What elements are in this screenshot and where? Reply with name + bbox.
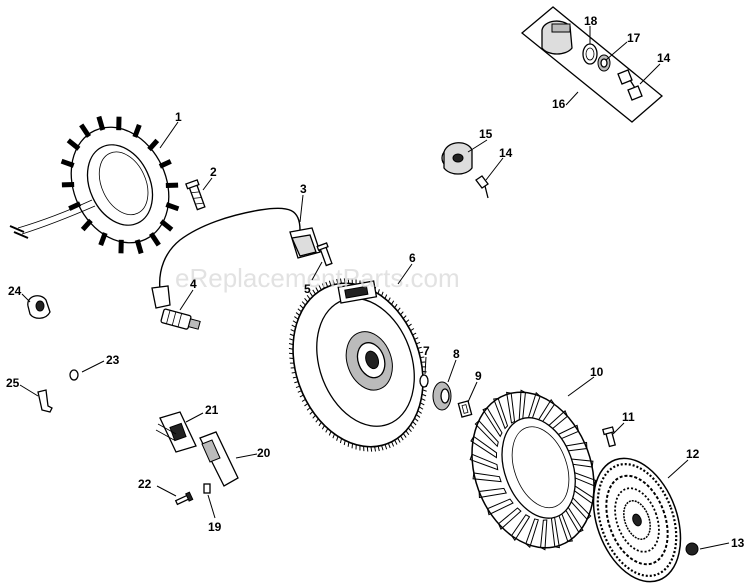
flywheel-tooth <box>387 443 391 449</box>
stator-tooth <box>60 158 75 168</box>
stator-tooth <box>96 115 106 131</box>
stator-tooth <box>165 202 180 212</box>
stator-tooth <box>132 124 142 138</box>
flywheel-tooth <box>315 287 319 293</box>
stator-tooth <box>148 232 161 247</box>
callout-3: 3 <box>300 182 307 196</box>
flywheel-tooth <box>416 341 421 345</box>
flywheel-tooth <box>318 285 322 291</box>
callout-15: 15 <box>479 127 493 141</box>
callout-5: 5 <box>304 282 311 296</box>
part-ground-bracket <box>37 389 53 413</box>
flywheel-tooth <box>384 444 388 450</box>
callout-18: 18 <box>584 14 598 28</box>
callout-leaders <box>19 26 730 550</box>
flywheel-tooth <box>312 289 316 295</box>
flywheel-tooth <box>402 433 407 438</box>
part-nut-clip <box>69 369 79 381</box>
part-spark-plug <box>160 308 201 330</box>
callout-8: 8 <box>453 347 460 361</box>
stator-tooth <box>61 181 75 188</box>
part-screw-fan <box>602 426 617 448</box>
stator-tooth <box>165 182 179 189</box>
part-rotating-screen <box>592 457 682 583</box>
part-cooling-fan <box>469 389 597 551</box>
stator-tooth <box>98 232 108 246</box>
stator-tooth <box>80 218 93 232</box>
part-nut-screen <box>685 542 699 556</box>
part-screw-bracket <box>174 491 194 506</box>
flywheel-tooth <box>347 278 350 284</box>
callout-7: 7 <box>423 344 430 358</box>
callout-4: 4 <box>190 277 197 291</box>
callout-12: 12 <box>686 447 700 461</box>
callout-22: 22 <box>138 477 152 491</box>
flywheel-tooth <box>343 278 346 284</box>
flywheel-tooth <box>309 292 314 297</box>
callout-2: 2 <box>210 165 217 179</box>
part-nut-flywheel <box>457 400 473 418</box>
flywheel-tooth <box>370 446 373 452</box>
flywheel-tooth <box>397 437 401 443</box>
part-rectifier <box>155 411 197 453</box>
callout-1: 1 <box>175 110 182 124</box>
part-ignition-module <box>151 207 321 309</box>
part-small-nut <box>203 483 211 494</box>
part-screw-stator <box>185 179 206 211</box>
part-switch-assembly <box>520 6 664 123</box>
callout-11: 11 <box>622 410 635 424</box>
watermark-text: eReplacementParts.com <box>175 263 460 293</box>
callout-25: 25 <box>6 376 20 390</box>
callout-20: 20 <box>257 446 271 460</box>
part-bracket <box>199 431 239 487</box>
callout-21: 21 <box>205 403 219 417</box>
flywheel-tooth <box>336 278 339 284</box>
flywheel-tooth <box>328 280 332 286</box>
callout-13: 13 <box>731 536 745 550</box>
flywheel-tooth <box>377 446 380 452</box>
callout-14-key: 14 <box>499 146 513 160</box>
flywheel-tooth <box>374 446 377 452</box>
part-wire-clip <box>27 295 51 319</box>
stator-tooth <box>134 239 144 255</box>
callout-6: 6 <box>409 251 416 265</box>
callout-16: 16 <box>552 97 566 111</box>
stator-tooth <box>147 138 160 152</box>
flywheel-tooth <box>400 435 404 441</box>
stator-tooth <box>68 201 82 211</box>
callout-10: 10 <box>590 365 604 379</box>
part-washer <box>432 381 452 411</box>
flywheel-tooth <box>339 278 342 284</box>
stator-tooth <box>66 138 81 151</box>
flywheel-tooth <box>381 445 384 451</box>
callout-numbers: 1 2 3 4 5 6 7 8 9 10 11 12 13 14 14 15 1… <box>6 14 745 550</box>
flywheel-tooth <box>325 281 329 287</box>
stator-tooth <box>159 219 174 232</box>
callout-23: 23 <box>106 353 120 367</box>
flywheel-tooth <box>332 279 335 285</box>
part-flywheel <box>288 278 428 452</box>
part-screw-module <box>316 242 333 267</box>
part-key-switch <box>441 142 489 199</box>
callout-9: 9 <box>475 369 482 383</box>
flywheel-tooth <box>391 441 395 447</box>
flywheel-tooth <box>321 283 325 289</box>
stator-tooth <box>116 116 122 131</box>
fan-blade <box>486 498 514 516</box>
stator-tooth <box>79 123 92 138</box>
stator-tooth <box>118 239 124 254</box>
part-flywheel-key <box>419 374 429 388</box>
callout-17: 17 <box>627 31 641 45</box>
callout-24: 24 <box>8 284 22 298</box>
flywheel-tooth <box>366 446 369 452</box>
callout-14-switch: 14 <box>657 51 671 65</box>
callout-19: 19 <box>208 520 222 534</box>
part-stator <box>9 115 180 255</box>
flywheel-tooth <box>394 439 398 445</box>
stator-tooth <box>158 159 172 169</box>
